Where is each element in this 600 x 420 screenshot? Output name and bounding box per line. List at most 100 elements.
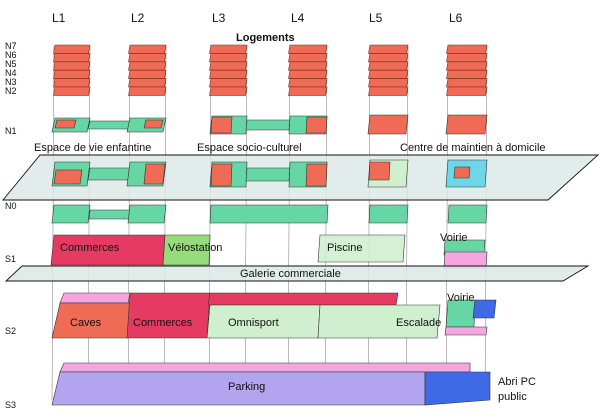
housing-floor-6-2 bbox=[446, 86, 488, 96]
housing-floor-2-2 bbox=[128, 86, 167, 96]
s1-piscine-block bbox=[317, 234, 406, 263]
n0-link-l1-l2 bbox=[87, 167, 131, 181]
level-label-n5: N5 bbox=[5, 59, 17, 69]
housing-floor-4-5 bbox=[288, 61, 328, 71]
level-label-n6: N6 bbox=[5, 50, 17, 60]
n1-link-l3-l4 bbox=[245, 119, 291, 131]
s2-red-strip bbox=[207, 292, 399, 306]
label-velostation: Vélostation bbox=[168, 242, 222, 254]
s2-commerces-block bbox=[126, 292, 211, 339]
level-n1-plates bbox=[51, 114, 488, 135]
sub-link-l1-l2 bbox=[88, 209, 131, 220]
label-socio-culturel: Espace socio-culturel bbox=[197, 142, 302, 154]
column-label-l2: L2 bbox=[131, 11, 145, 25]
housing-floor-2-6 bbox=[128, 53, 167, 63]
guide-line bbox=[87, 45, 91, 401]
label-galerie: Galerie commerciale bbox=[240, 268, 341, 280]
zone-labels: Logements Espace de vie enfantine Espace… bbox=[34, 32, 546, 403]
label-logements: Logements bbox=[236, 32, 295, 44]
level-n0-plates bbox=[51, 159, 488, 188]
level-label-n2: N2 bbox=[5, 86, 17, 96]
sub-plate-l1 bbox=[51, 204, 91, 224]
column-label-l5: L5 bbox=[369, 11, 383, 25]
housing-floor-6-6 bbox=[446, 53, 488, 63]
label-escalade: Escalade bbox=[396, 317, 441, 329]
sub-plate-l3-l4 bbox=[209, 204, 329, 224]
label-caves: Caves bbox=[70, 317, 102, 329]
n0-plate-l1-housing bbox=[53, 169, 83, 185]
column-label-l3: L3 bbox=[212, 11, 226, 25]
housing-floor-3-4 bbox=[209, 69, 248, 79]
level-labels: N7 N6 N5 N4 N3 N2 N1 N0 S1 S2 S3 bbox=[5, 41, 17, 410]
label-piscine: Piscine bbox=[327, 242, 362, 254]
n1-plate-l4-housing bbox=[305, 116, 328, 134]
sub-plate-l2 bbox=[127, 204, 167, 224]
column-label-l6: L6 bbox=[449, 11, 463, 25]
housing-floor-5-2 bbox=[368, 86, 409, 96]
housing-floor-1-7 bbox=[53, 44, 91, 54]
guide-line bbox=[163, 45, 167, 401]
label-abri-pc-line2: public bbox=[498, 391, 527, 403]
s3-abri-pc-block bbox=[424, 371, 491, 406]
n1-plate-l2-housing bbox=[143, 119, 164, 129]
housing-floor-1-2 bbox=[53, 86, 91, 96]
n1-plate-l5 bbox=[367, 114, 409, 135]
level-label-n7: N7 bbox=[5, 41, 17, 51]
label-vie-enfantine: Espace de vie enfantine bbox=[34, 142, 151, 154]
housing-floor-4-7 bbox=[288, 44, 328, 54]
lower-n0-plates bbox=[51, 204, 488, 224]
s2-voirie-ramp-pink bbox=[444, 326, 488, 336]
label-commerces-s1: Commerces bbox=[60, 242, 120, 254]
label-parking: Parking bbox=[228, 381, 265, 393]
sub-plate-l6 bbox=[447, 204, 488, 224]
s2-voirie-ramp-blue bbox=[472, 299, 497, 319]
housing-floor-2-4 bbox=[128, 69, 167, 79]
level-s1-volumes bbox=[50, 234, 488, 269]
housing-floor-5-7 bbox=[368, 44, 409, 54]
housing-floor-5-5 bbox=[368, 61, 409, 71]
n0-link-l3-l4 bbox=[245, 167, 291, 182]
n1-plate-l1-housing bbox=[54, 119, 77, 129]
level-s2-volumes bbox=[51, 292, 497, 339]
level-label-s1: S1 bbox=[5, 254, 16, 264]
label-voirie-s1: Voirie bbox=[440, 232, 468, 244]
level-label-s3: S3 bbox=[5, 400, 16, 410]
s2-voirie-ramp-green bbox=[445, 299, 476, 328]
column-headers: L1 L2 L3 L4 L5 L6 bbox=[52, 11, 463, 25]
level-label-n4: N4 bbox=[5, 68, 17, 78]
label-voirie-s2: Voirie bbox=[447, 292, 475, 304]
gallery-plane bbox=[4, 265, 590, 282]
housing-floor-3-3 bbox=[209, 78, 248, 88]
label-maintien-domicile: Centre de maintien à domicile bbox=[400, 142, 546, 154]
housing-floor-4-4 bbox=[288, 69, 328, 79]
level-label-s2: S2 bbox=[5, 326, 16, 336]
housing-floor-2-7 bbox=[128, 44, 167, 54]
level-label-n3: N3 bbox=[5, 77, 17, 87]
housing-floor-4-2 bbox=[288, 86, 328, 96]
housing-floor-5-3 bbox=[368, 78, 409, 88]
level-s3-volumes bbox=[51, 362, 491, 406]
housing-stacks bbox=[53, 44, 488, 96]
housing-floor-1-5 bbox=[53, 61, 91, 71]
housing-floor-6-7 bbox=[446, 44, 488, 54]
n0-plate-l2-housing bbox=[143, 163, 166, 185]
label-commerces-s2: Commerces bbox=[133, 317, 193, 329]
housing-floor-3-2 bbox=[209, 86, 248, 96]
housing-floor-3-6 bbox=[209, 53, 248, 63]
housing-floor-3-5 bbox=[209, 61, 248, 71]
level-label-n1: N1 bbox=[5, 126, 17, 136]
housing-floor-5-6 bbox=[368, 53, 409, 63]
n0-plate-l4-housing bbox=[305, 163, 328, 187]
housing-floor-1-6 bbox=[53, 53, 91, 63]
label-abri-pc-line1: Abri PC bbox=[498, 376, 536, 388]
housing-floor-2-5 bbox=[128, 61, 167, 71]
s3-pink-strip bbox=[59, 362, 471, 373]
housing-floor-5-4 bbox=[368, 69, 409, 79]
n1-link-l1-l2 bbox=[87, 120, 131, 130]
n0-plate-l3-housing bbox=[210, 163, 233, 187]
s2-escalade-block bbox=[317, 304, 441, 339]
n0-plate-l5-housing bbox=[368, 161, 391, 181]
housing-floor-4-6 bbox=[288, 53, 328, 63]
n1-plate-l6 bbox=[445, 114, 488, 135]
s2-pink-strip bbox=[59, 292, 131, 304]
